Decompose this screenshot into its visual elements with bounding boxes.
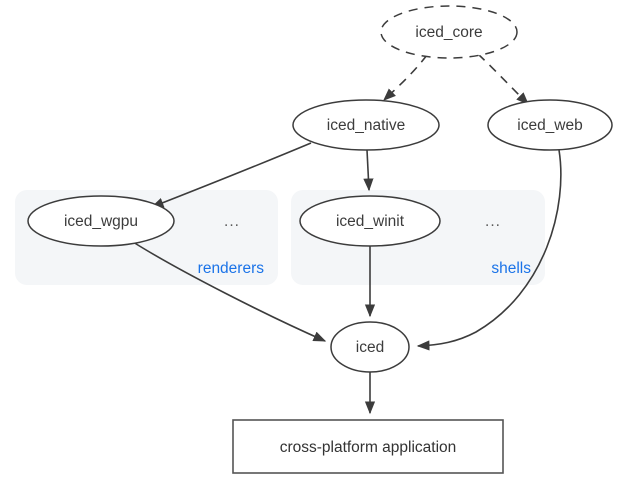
shells-more-icon: ...: [485, 213, 501, 230]
node-iced-label: iced: [356, 339, 384, 356]
node-iced-core-label: iced_core: [415, 24, 482, 41]
renderers-more-icon: ...: [224, 213, 240, 230]
node-iced-native-label: iced_native: [327, 117, 405, 134]
edge-iced-wgpu-to-iced: [132, 241, 327, 342]
node-iced-web-shape: [487, 99, 613, 151]
node-application-label: cross-platform application: [280, 439, 457, 456]
node-iced-native-shape: [292, 99, 440, 151]
node-iced-winit-label: iced_winit: [336, 213, 405, 230]
edge-iced-native-to-iced-wgpu: [150, 142, 312, 208]
node-iced[interactable]: iced: [330, 321, 410, 373]
node-iced-core-shape: [380, 5, 518, 59]
edge-iced-web-to-iced: [416, 149, 562, 351]
edge-iced-core-to-iced-web: [477, 53, 529, 105]
node-iced-wgpu[interactable]: iced_wgpu: [27, 195, 175, 247]
group-shells-label: shells: [491, 260, 531, 277]
edge-iced-native-to-iced-winit: [363, 149, 374, 192]
node-iced-wgpu-shape: [27, 195, 175, 247]
node-iced-wgpu-label: iced_wgpu: [64, 213, 138, 230]
node-iced-winit-shape: [299, 195, 441, 247]
group-renderers-label: renderers: [198, 260, 265, 277]
node-iced-core[interactable]: iced_core: [380, 5, 518, 59]
node-iced-native[interactable]: iced_native: [292, 99, 440, 151]
node-application[interactable]: cross-platform application: [232, 419, 504, 474]
node-iced-shape: [330, 321, 410, 373]
edge-iced-core-to-iced-native: [383, 54, 428, 101]
node-iced-web-label: iced_web: [517, 117, 583, 134]
node-iced-winit[interactable]: iced_winit: [299, 195, 441, 247]
node-iced-web[interactable]: iced_web: [487, 99, 613, 151]
node-application-shape: [232, 419, 504, 474]
